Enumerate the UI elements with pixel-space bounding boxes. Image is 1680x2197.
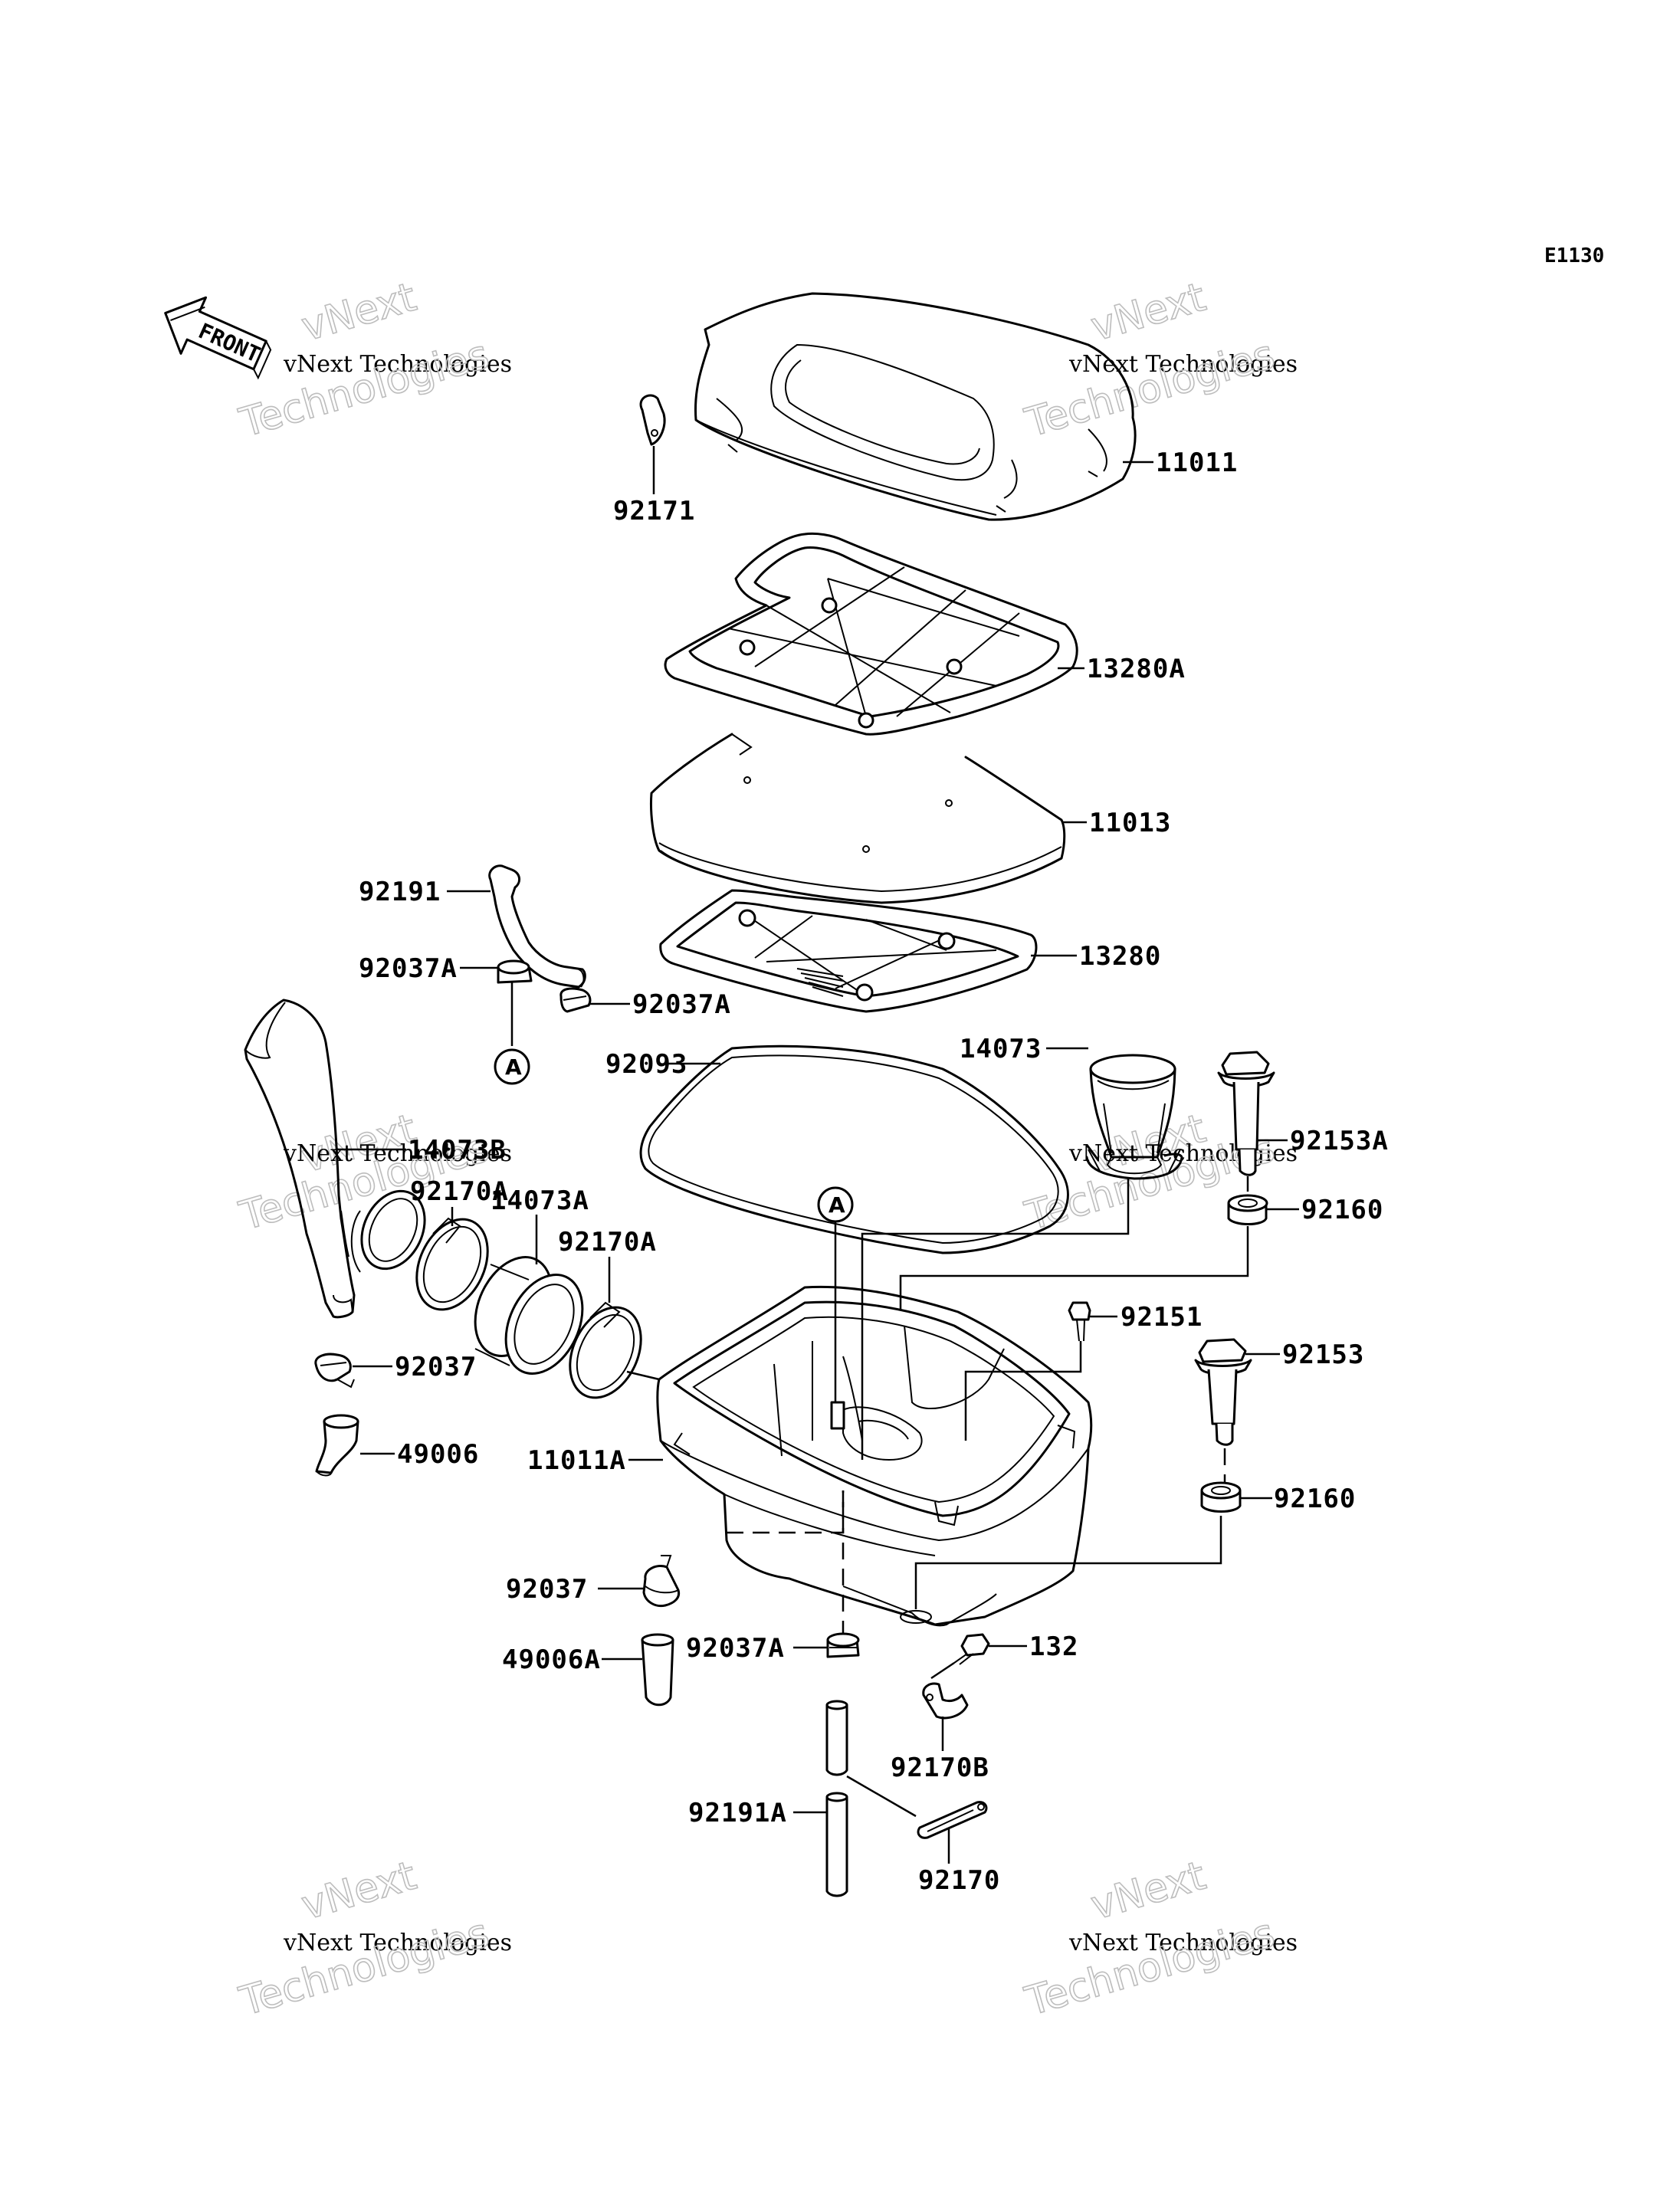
- label-11011A: 11011A: [527, 1445, 626, 1476]
- label-14073A: 14073A: [491, 1185, 589, 1216]
- hose-92191-part: [488, 864, 586, 989]
- diagram-code: E1130: [1544, 244, 1604, 267]
- label-11011: 11011: [1156, 448, 1238, 478]
- label-92037A-3: 92037A: [686, 1633, 785, 1664]
- label-92170: 92170: [918, 1865, 1000, 1896]
- svg-text:Technologies: Technologies: [235, 1910, 494, 2025]
- clip-92171-part: [639, 394, 666, 446]
- clamp-92170a-1-part: [415, 1217, 489, 1311]
- svg-text:vNext Technologies: vNext Technologies: [283, 351, 512, 378]
- fitting-49006-part: [315, 1414, 359, 1477]
- leader-92170A-case: [626, 1370, 660, 1381]
- marker-a-top: A: [494, 1048, 530, 1085]
- tube-49006a-part: [641, 1633, 674, 1707]
- label-14073: 14073: [960, 1034, 1042, 1064]
- label-132: 132: [1029, 1631, 1078, 1662]
- svg-text:Technologies: Technologies: [235, 332, 494, 447]
- leader-92191A-to-92170: [846, 1775, 917, 1818]
- svg-text:vNext: vNext: [297, 274, 422, 351]
- label-92170B: 92170B: [891, 1753, 989, 1783]
- label-49006A: 49006A: [502, 1644, 601, 1675]
- label-14073B: 14073B: [408, 1135, 507, 1166]
- svg-text:A: A: [829, 1192, 845, 1218]
- leader-92151-down: [964, 1341, 1082, 1441]
- label-92153A: 92153A: [1290, 1126, 1389, 1156]
- dash-case-left: [727, 1490, 845, 1534]
- frame-13280-part: [659, 889, 1038, 1013]
- svg-text:vNext: vNext: [1086, 1853, 1211, 1930]
- clamp-92170a-2-part: [569, 1301, 642, 1399]
- bolt-92153a-part: [1217, 1051, 1275, 1176]
- grommet-92160-lower-part: [1200, 1481, 1242, 1513]
- cover-11011-part: [694, 292, 1137, 521]
- label-92170A-1: 92170A: [410, 1176, 509, 1207]
- label-92151: 92151: [1121, 1302, 1203, 1333]
- gasket-92093-part: [639, 1044, 1069, 1254]
- svg-text:vNext: vNext: [1086, 274, 1211, 351]
- clip-92170b-part: [922, 1682, 969, 1720]
- label-92093: 92093: [605, 1049, 687, 1080]
- label-13280A: 13280A: [1087, 654, 1186, 684]
- bolt-92153-part: [1194, 1338, 1252, 1446]
- label-11013: 11013: [1089, 808, 1171, 838]
- strap-92170-part: [917, 1801, 988, 1839]
- case-11011a-part: [656, 1285, 1093, 1627]
- front-arrow-icon: FRONT: [164, 296, 272, 380]
- watermark-top-left: vNext vNext Technologies Technologies: [234, 274, 512, 447]
- watermark-bottom-right: vNext vNext Technologies Technologies: [1019, 1852, 1298, 2025]
- frame-13280a-part: [664, 532, 1078, 736]
- watermark-bottom-left: vNext vNext Technologies Technologies: [234, 1852, 512, 2025]
- hose-92191a-part: [825, 1700, 848, 1897]
- svg-text:vNext Technologies: vNext Technologies: [1068, 351, 1298, 378]
- svg-text:Technologies: Technologies: [1020, 1910, 1280, 2025]
- clamp-92037-left-part: [314, 1353, 355, 1389]
- svg-text:vNext Technologies: vNext Technologies: [283, 1140, 512, 1167]
- label-92153: 92153: [1282, 1340, 1364, 1370]
- leader-92160-1-down: [899, 1226, 1249, 1310]
- svg-text:A: A: [505, 1054, 522, 1080]
- leader-14073-down: [861, 1179, 1130, 1460]
- svg-text:vNext Technologies: vNext Technologies: [1068, 1930, 1298, 1956]
- leader-92160-2-down: [914, 1516, 1222, 1609]
- svg-text:vNext: vNext: [297, 1853, 422, 1930]
- label-92037A-2: 92037A: [632, 989, 731, 1020]
- ring-14073b-part: [350, 1189, 426, 1273]
- label-13280: 13280: [1079, 941, 1161, 972]
- duct-14073b-part: [244, 998, 356, 1319]
- screw-92151-part: [1068, 1301, 1091, 1342]
- label-92037-1: 92037: [395, 1352, 477, 1382]
- label-92160-2: 92160: [1274, 1484, 1356, 1514]
- label-92160-1: 92160: [1301, 1195, 1383, 1225]
- grommet-92160-top-part: [1227, 1194, 1268, 1225]
- label-49006: 49006: [397, 1439, 479, 1470]
- clamp-92037a-left-part: [497, 959, 533, 984]
- label-92037A-1: 92037A: [359, 953, 458, 984]
- svg-text:Technologies: Technologies: [1020, 332, 1280, 447]
- label-92170A-2: 92170A: [558, 1227, 657, 1258]
- label-92037-2: 92037: [506, 1574, 588, 1605]
- boot-14073a-part: [474, 1256, 584, 1375]
- funnel-14073-part: [1085, 1054, 1183, 1180]
- screw-132-part: [953, 1633, 990, 1665]
- watermark-top-right: vNext vNext Technologies Technologies: [1019, 274, 1298, 447]
- label-92171: 92171: [613, 496, 695, 526]
- svg-text:vNext Technologies: vNext Technologies: [283, 1930, 512, 1956]
- clamp-92037-lower-part: [642, 1555, 681, 1608]
- element-11013-part: [650, 733, 1066, 904]
- label-92191: 92191: [359, 877, 441, 907]
- leader-132-down: [930, 1661, 955, 1680]
- clamp-92037a-center-part: [826, 1632, 860, 1658]
- clamp-92037a-right-part: [559, 987, 592, 1013]
- marker-a-middle: A: [817, 1186, 854, 1223]
- label-92191A: 92191A: [688, 1798, 787, 1828]
